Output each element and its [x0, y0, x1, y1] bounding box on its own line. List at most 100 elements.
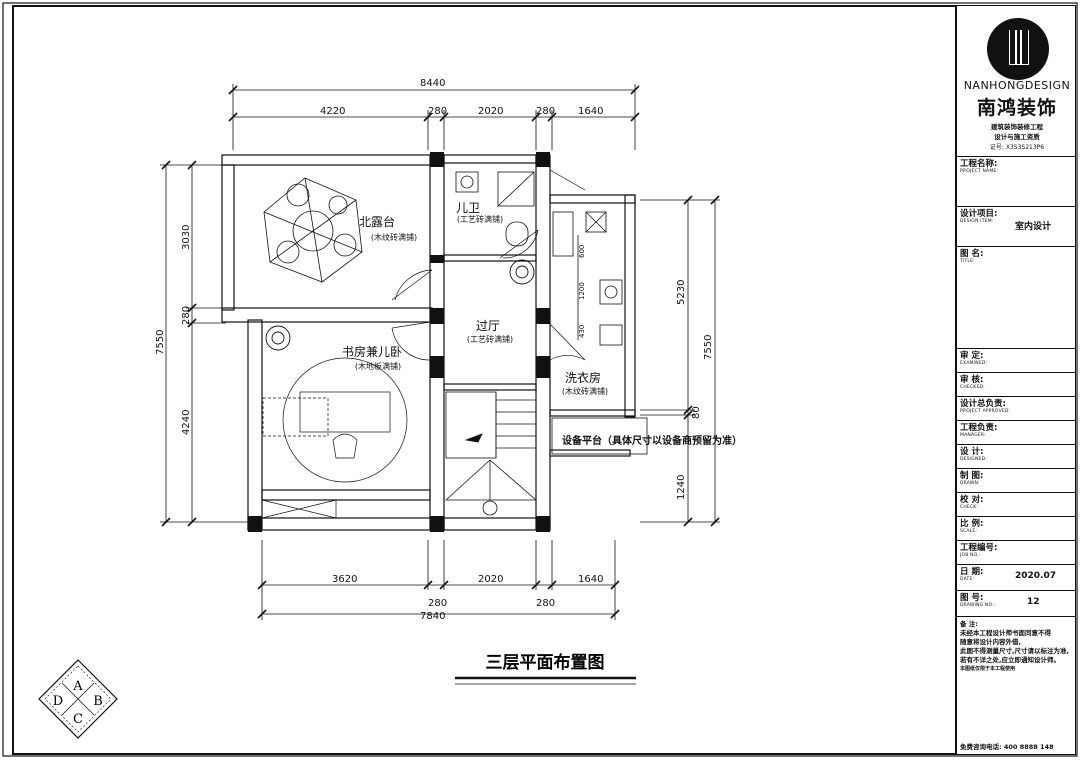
tb-row-date: 日 期: DATE: 2020.07: [957, 565, 1075, 591]
logo-icon: [987, 18, 1049, 80]
tb-hotline: 免费咨询电话: 400 8888 148: [960, 743, 1054, 751]
abcd-stamp: A B C D: [38, 659, 118, 739]
drawing-title: 三层平面布置图: [486, 652, 605, 673]
dim-right-2: 80: [691, 406, 702, 419]
tb-label-en: PROJECT APPROVED:: [960, 409, 1011, 414]
tb-row-design-item: 设计项目: DESIGN ITEM: 室内设计: [957, 207, 1075, 247]
tb-row-checked: 审 核: CHECKED:: [957, 373, 1075, 397]
dim-right-5: 1200: [578, 282, 586, 300]
tb-label: 设计总负责:: [960, 399, 1006, 409]
brand-name-cn: 南鸿装饰: [976, 97, 1057, 119]
logo-area: NANHONGDESIGN 南鸿装饰 建筑装饰装修工程 设计与施工资质 证号: …: [957, 6, 1075, 157]
dim-top-1: 4220: [320, 106, 345, 117]
room-equipment-platform: 设备平台（具体尺寸以设备商预留为准）: [562, 434, 742, 447]
patio-umbrella-set: [263, 177, 363, 283]
tb-label: 工程负责:: [960, 423, 998, 433]
bottom-dimension-lines: [257, 540, 620, 620]
dim-right-3: 1240: [676, 475, 687, 500]
stamp-d: D: [53, 694, 63, 709]
room-north-balcony: 北露台: [359, 214, 395, 229]
room-north-balcony-floor: (木纹砖满铺): [371, 232, 417, 242]
right-dimension-lines: [577, 195, 720, 527]
left-dimension-lines: [160, 160, 250, 527]
tb-row-examined: 审 定: EXAMINED:: [957, 349, 1075, 373]
tb-row-drawn: 制 图: DRAWN:: [957, 469, 1075, 493]
staircase: [444, 391, 538, 516]
tb-label-en: JOB NO.:: [960, 553, 981, 558]
dim-right-6: 430: [578, 325, 586, 338]
brand-license: 证号: X3S3S213P6: [989, 144, 1045, 151]
dim-top-total: 8440: [420, 78, 445, 89]
tb-label: 校 对:: [960, 495, 984, 505]
brand-tagline-2: 设计与施工资质: [994, 133, 1040, 141]
dim-bottom-3: 1640: [578, 574, 603, 585]
columns: [248, 152, 550, 532]
tb-label-en: TITLE:: [960, 259, 975, 264]
tb-label: 比 例:: [960, 519, 984, 529]
walls: [221, 154, 636, 531]
tb-label-en: CHECK:: [960, 505, 979, 510]
title-block: NANHONGDESIGN 南鸿装饰 建筑装饰装修工程 设计与施工资质 证号: …: [955, 6, 1075, 754]
tb-label: 工程名称:: [960, 159, 998, 169]
desk-and-chair: [261, 357, 408, 519]
tb-label: 设计项目:: [960, 209, 998, 219]
stamp-b: B: [93, 694, 103, 709]
logo-bars-icon: [1009, 30, 1029, 65]
tb-label-en: CHECKED:: [960, 385, 985, 390]
plant-icons: [265, 259, 535, 351]
tb-note-line: 随意将设计内容外借,: [960, 638, 1021, 646]
tb-row-designed: 设 计: DESIGNED:: [957, 445, 1075, 469]
tb-row-scale: 比 例: SCALE:: [957, 517, 1075, 541]
tb-row-project-name: 工程名称: PROJECT NAME:: [957, 157, 1075, 207]
dim-bottom-4: 280: [428, 598, 447, 609]
room-hallway: 过厅: [476, 319, 500, 333]
tb-label: 制 图:: [960, 471, 984, 481]
dim-top-4: 280: [536, 106, 555, 117]
tb-label: 图 号:: [960, 593, 984, 603]
tb-row-title: 图 名: TITLE:: [957, 247, 1075, 349]
dim-left-3: 4240: [181, 410, 192, 435]
room-child-bath: 儿卫: [456, 201, 480, 215]
tb-value-date: 2020.07: [1015, 571, 1056, 581]
tb-row-drawing-no: 图 号: DRAWING NO.: 12: [957, 591, 1075, 617]
tb-notes: 备 注: 未经本工程设计师书面同意不得 随意将设计内容外借, 此图不得测量尺寸,…: [957, 617, 1075, 677]
tb-label-en: DESIGN ITEM:: [960, 219, 994, 224]
brand-name-en: NANHONGDESIGN: [963, 79, 1071, 92]
tb-label-en: DATE:: [960, 577, 975, 582]
tb-note-line: 若有不详之处,应立即通知设计师。: [960, 656, 1060, 664]
tb-label: 图 名:: [960, 249, 984, 259]
room-study-floor: (木地板满铺): [355, 361, 401, 371]
stamp-a: A: [72, 679, 83, 694]
dim-left-2: 280: [181, 306, 192, 325]
room-study: 书房兼儿卧: [342, 344, 402, 359]
tb-value-design-item: 室内设计: [1015, 222, 1052, 232]
tb-notes-title: 备 注:: [960, 620, 978, 628]
equipment-platform: [551, 417, 648, 455]
dim-left-total: 7550: [155, 330, 166, 355]
tb-label-en: DRAWN:: [960, 481, 980, 486]
dim-top-2: 280: [428, 106, 447, 117]
dim-bottom-5: 280: [536, 598, 555, 609]
tb-value-drawing-no: 12: [1027, 597, 1040, 607]
room-child-bath-floor: (工艺砖满铺): [457, 214, 503, 224]
dim-right-1: 5230: [676, 280, 687, 305]
tb-note-line: 本图纸仅限于本工程使用: [960, 666, 1016, 672]
dim-right-total: 7550: [703, 335, 714, 360]
tb-row-project-approved: 设计总负责: PROJECT APPROVED:: [957, 397, 1075, 421]
tb-label-en: MANAGER:: [960, 433, 986, 438]
room-laundry-floor: (木纹砖满铺): [562, 386, 608, 396]
tb-label: 设 计:: [960, 447, 984, 457]
dim-left-1: 3030: [181, 225, 192, 250]
dim-top-5: 1640: [578, 106, 603, 117]
tb-label-en: DESIGNED:: [960, 457, 987, 462]
inner-frame: [12, 5, 1076, 755]
tb-note-line: 此图不得测量尺寸,尺寸请以标注为准,: [960, 647, 1069, 655]
tb-label-en: EXAMINED:: [960, 361, 988, 366]
stamp-c: C: [73, 712, 83, 727]
tb-note-line: 未经本工程设计师书面同意不得: [960, 629, 1051, 637]
dim-bottom-total: 7840: [420, 611, 445, 622]
room-laundry: 洗衣房: [565, 370, 601, 385]
dim-top-3: 2020: [478, 106, 503, 117]
